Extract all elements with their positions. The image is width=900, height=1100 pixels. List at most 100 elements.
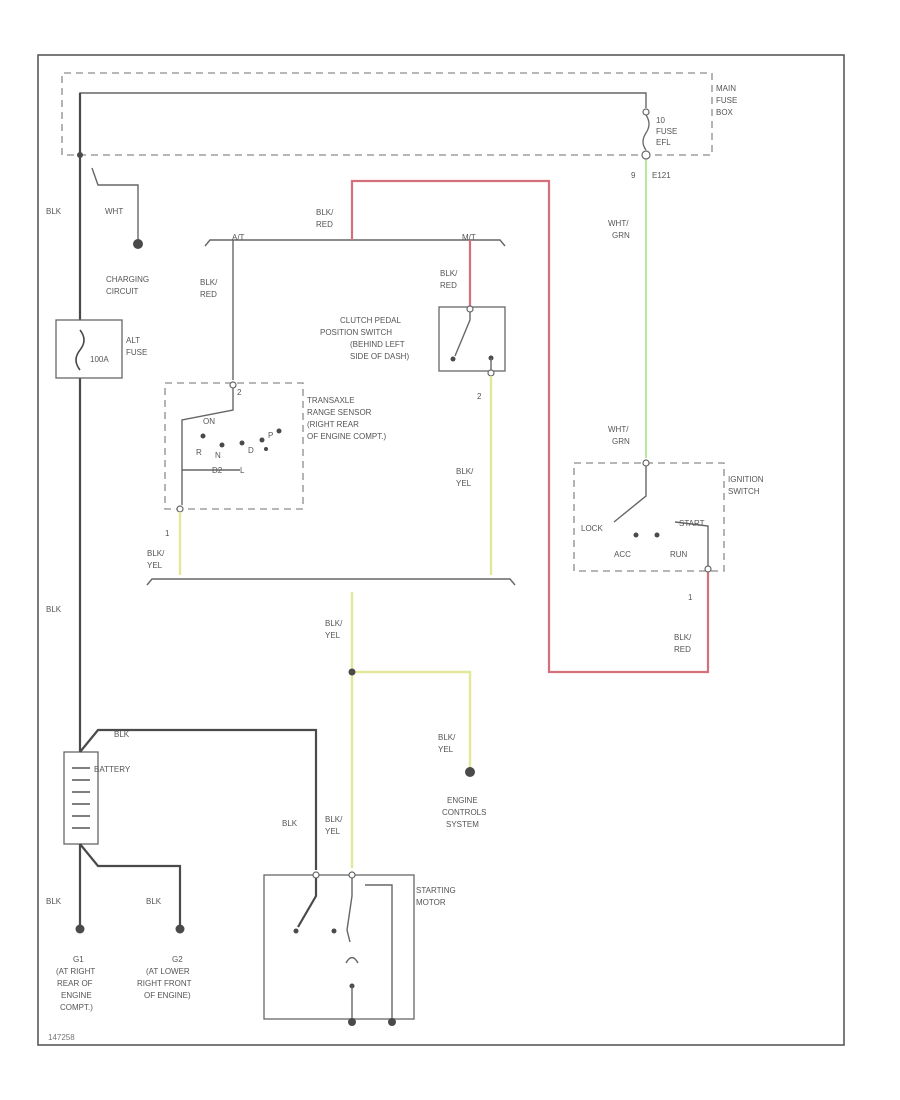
efl-fuse-label-3: EFL xyxy=(656,138,671,147)
alt-fuse: 100A ALT FUSE xyxy=(55,319,147,379)
wire-label-wht: WHT xyxy=(105,207,123,216)
ground-g1-label-4: COMPT.) xyxy=(60,1003,93,1012)
wire-label-blk-yel-2a: BLK/ xyxy=(456,467,474,476)
wire-label-blk-g1: BLK xyxy=(46,897,62,906)
efl-fuse: 10 FUSE EFL xyxy=(642,108,677,151)
transaxle-range-sensor: 2 ON R N D P D2 L TRANSAXLE RANGE SENSOR… xyxy=(164,381,386,513)
engine-controls-arrow xyxy=(465,767,475,777)
transaxle-pos-n: N xyxy=(215,451,221,460)
bus-junction xyxy=(77,152,83,158)
clutch-label-3: (BEHIND LEFT xyxy=(350,340,405,349)
clutch-label-4: SIDE OF DASH) xyxy=(350,352,409,361)
ground-g1: G1 (AT RIGHT REAR OF ENGINE COMPT.) xyxy=(56,924,95,1012)
ignition-switch: LOCK START ACC RUN IGNITION SWITCH xyxy=(573,459,764,573)
charging-circuit-arrow xyxy=(133,239,143,249)
transaxle-pos-l: L xyxy=(240,466,245,475)
ground-g2-label-2: RIGHT FRONT xyxy=(137,979,192,988)
wire-label-blk-yel-1a: BLK/ xyxy=(147,549,165,558)
wire-label-blk-red-4b: RED xyxy=(674,645,691,654)
splice-label: E121 xyxy=(652,171,671,180)
engine-controls-wire xyxy=(352,670,472,768)
transaxle-pin-bottom: 1 xyxy=(165,529,170,538)
wire-label-blk-yel-4b: YEL xyxy=(438,745,454,754)
main-fuse-box-label-3: BOX xyxy=(716,108,734,117)
clutch-label-2: POSITION SWITCH xyxy=(320,328,392,337)
start-signal-junction xyxy=(348,668,356,676)
charging-circuit-label-1: CHARGING xyxy=(106,275,149,284)
engine-controls-label-1: ENGINE xyxy=(447,796,478,805)
wire-label-wht-grn-2a: WHT/ xyxy=(608,425,629,434)
ignition-pos-start: START xyxy=(679,519,705,528)
transaxle-label-4: OF ENGINE COMPT.) xyxy=(307,432,386,441)
ignition-pos-run: RUN xyxy=(670,550,688,559)
alt-fuse-label-1: ALT xyxy=(126,336,140,345)
clutch-label-1: CLUTCH PEDAL xyxy=(340,316,401,325)
wire-label-wht-grn-1a: WHT/ xyxy=(608,219,629,228)
transaxle-pos-d: D xyxy=(248,446,254,455)
wire-label-blk-red-2a: BLK/ xyxy=(200,278,218,287)
wire-label-blk-red-1b: RED xyxy=(316,220,333,229)
efl-fuse-label-2: FUSE xyxy=(656,127,677,136)
start-signal-join-bracket xyxy=(146,578,516,586)
transmission-branch-bracket xyxy=(204,239,506,247)
transaxle-pos-on: ON xyxy=(203,417,215,426)
wire-label-blk-middle: BLK xyxy=(46,605,62,614)
wire-label-blk-red-2b: RED xyxy=(200,290,217,299)
ground-g1-label-1: (AT RIGHT xyxy=(56,967,95,976)
main-fuse-box-label-2: FUSE xyxy=(716,96,737,105)
wire-label-blk-yel-2b: YEL xyxy=(456,479,472,488)
charging-circuit-label-2: CIRCUIT xyxy=(106,287,139,296)
wire-label-blk-red-4a: BLK/ xyxy=(674,633,692,642)
ignition-pin-label: 1 xyxy=(688,593,693,602)
transaxle-label-1: TRANSAXLE xyxy=(307,396,355,405)
wire-label-blk-g2: BLK xyxy=(146,897,162,906)
blk-red-wire-top xyxy=(350,179,710,674)
clutch-pin-label: 2 xyxy=(477,392,482,401)
wire-label-wht-grn-1b: GRN xyxy=(612,231,630,240)
battery-ground-g2-wire xyxy=(79,843,182,925)
ignition-label-2: SWITCH xyxy=(728,487,760,496)
splice-connector xyxy=(641,150,651,160)
ignition-pos-acc: ACC xyxy=(614,550,631,559)
transaxle-label-3: (RIGHT REAR xyxy=(307,420,359,429)
splice-pin-label: 9 xyxy=(631,171,636,180)
clutch-pedal-position-switch: CLUTCH PEDAL POSITION SWITCH (BEHIND LEF… xyxy=(320,305,506,377)
wire-label-blk-red-1a: BLK/ xyxy=(316,208,334,217)
fuse-box-bus-wire xyxy=(79,92,647,155)
wire-label-blk-upper: BLK xyxy=(46,207,62,216)
transaxle-pos-r: R xyxy=(196,448,202,457)
alt-fuse-rating: 100A xyxy=(90,355,109,364)
main-fuse-box: MAIN FUSE BOX xyxy=(61,72,737,156)
main-fuse-box-label-1: MAIN xyxy=(716,84,736,93)
wire-label-blk-battery: BLK xyxy=(114,730,130,739)
ground-g2-label-1: (AT LOWER xyxy=(146,967,190,976)
alt-fuse-label-2: FUSE xyxy=(126,348,147,357)
transaxle-label-2: RANGE SENSOR xyxy=(307,408,372,417)
battery: BATTERY xyxy=(63,751,131,845)
wire-label-blk-red-3b: RED xyxy=(440,281,457,290)
ignition-label-1: IGNITION xyxy=(728,475,764,484)
diagram-frame xyxy=(37,54,845,1046)
wire-label-blk-starter: BLK xyxy=(282,819,298,828)
wire-label-blk-red-3a: BLK/ xyxy=(440,269,458,278)
wire-label-blk-yel-1b: YEL xyxy=(147,561,163,570)
ground-g1-id: G1 xyxy=(73,955,84,964)
ground-g2: G2 (AT LOWER RIGHT FRONT OF ENGINE) xyxy=(137,924,192,1000)
transaxle-pin-top: 2 xyxy=(237,388,242,397)
branch-label-at: A/T xyxy=(232,233,245,242)
efl-fuse-label-1: 10 xyxy=(656,116,665,125)
wire-label-blk-yel-5b: YEL xyxy=(325,827,341,836)
wire-label-blk-yel-4a: BLK/ xyxy=(438,733,456,742)
engine-controls-label-3: SYSTEM xyxy=(446,820,479,829)
diagram-reference-number: 147258 xyxy=(48,1033,75,1042)
starting-motor: STARTING MOTOR xyxy=(263,871,456,1026)
ground-g2-id: G2 xyxy=(172,955,183,964)
ignition-pos-lock: LOCK xyxy=(581,524,603,533)
ground-g2-label-3: OF ENGINE) xyxy=(144,991,191,1000)
wire-label-wht-grn-2b: GRN xyxy=(612,437,630,446)
ground-g1-label-3: ENGINE xyxy=(61,991,92,1000)
battery-label: BATTERY xyxy=(94,765,131,774)
branch-label-mt: M/T xyxy=(462,233,476,242)
ground-g1-label-2: REAR OF xyxy=(57,979,93,988)
